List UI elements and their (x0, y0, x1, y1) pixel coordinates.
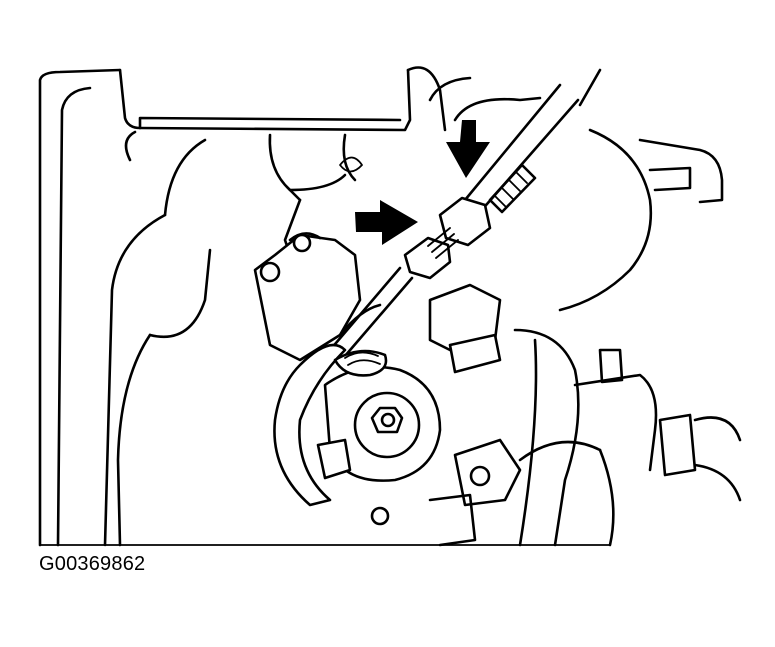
throttle-pulley (274, 345, 440, 524)
throttle-body (255, 233, 380, 360)
throttle-cable (330, 85, 578, 356)
hose (270, 135, 362, 255)
left-body-panel (40, 70, 210, 545)
callout-arrows (355, 120, 490, 245)
air-duct (430, 70, 722, 310)
figure-id-label: G00369862 (39, 553, 146, 575)
arrow-right-icon (355, 200, 418, 245)
arrow-down-icon (446, 120, 490, 178)
upper-bracket (120, 68, 445, 161)
lower-fittings (430, 285, 740, 545)
